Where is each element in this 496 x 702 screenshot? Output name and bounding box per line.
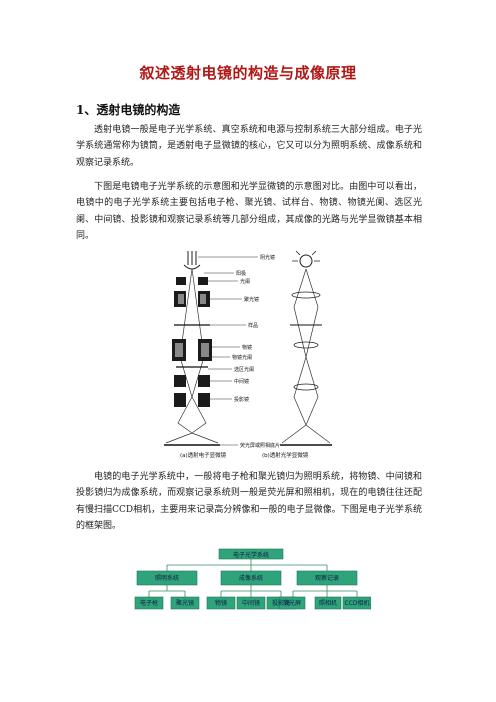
caption-optical: (b)透射光学显微镜 [262, 451, 309, 459]
box-screen [278, 596, 306, 610]
system-block-diagram: 电子光学系统 照明系统 成像系统 观察记录 电子枪 聚光镜 物镜 中间镜 投影镜… [131, 547, 371, 615]
root-label: 电子光学系统 [233, 551, 269, 559]
caption-tem: (a)透射电子显微镜 [180, 451, 227, 459]
paragraph-2: 下图是电镜电子光学系统的示意图和光学显微镜的示意图对比。由图中可以看出，电镜中的… [76, 182, 422, 241]
label-cathode: 阴光镜 [260, 254, 275, 261]
label-screen: 荧光屏或照相底片 [240, 442, 280, 449]
section-heading: 1、透射电镜的构造 [76, 103, 181, 117]
group-label-recording: 观察记录 [315, 574, 339, 582]
leaf-label-objective: 物镜 [215, 599, 227, 607]
label-projector-lens: 投影镜 [234, 396, 249, 403]
box-intermediate [236, 596, 266, 610]
leaf-label-condenser: 聚光镜 [176, 599, 194, 607]
label-specimen: 样品 [248, 322, 258, 329]
label-objective: 物镜 [242, 344, 252, 351]
label-condenser: 聚光镜 [244, 296, 259, 303]
paragraph-3: 电镜的电子光学系统中，一般将电子枪和聚光镜归为照明系统，将物镜、中间镜和投影镜归… [76, 472, 422, 531]
group-label-imaging: 成像系统 [239, 574, 263, 582]
paragraph-1: 透射电镜一般是电子光学系统、真空系统和电源与控制系统三大部分组成。电子光学系统通… [76, 125, 422, 168]
group-label-illumination: 照明系统 [155, 574, 179, 582]
microscope-comparison-figure: 阴光镜 阳极 光阑 聚光镜 样品 物镜 物镜光阑 选区光阑 中间镜 投影镜 荧光… [158, 247, 346, 461]
leaf-label-screen-visible: 荧光屏 [283, 599, 301, 607]
filament-icon [187, 251, 197, 265]
document-title: 叙述透射电镜的构造与成像原理 [139, 64, 357, 82]
box-imaging [220, 570, 282, 586]
label-objective-aperture: 物镜光阑 [232, 354, 252, 361]
box-ccd [342, 596, 371, 610]
label-intermediate-lens: 中间镜 [234, 378, 249, 385]
label-selected-area-aperture: 选区光阑 [234, 366, 254, 373]
box-condenser [170, 596, 200, 610]
box-camera [314, 596, 342, 610]
box-illumination [136, 570, 198, 586]
leaf-label-intermediate: 中间镜 [242, 599, 260, 607]
leaf-label-camera: 照相机 [319, 599, 337, 607]
label-aperture: 光阑 [240, 278, 250, 285]
box-electron-gun [134, 596, 164, 610]
light-bulb-icon [299, 254, 313, 268]
box-objective [206, 596, 236, 610]
leaf-label-projector: 投影镜 [272, 599, 290, 607]
box-recording [296, 570, 358, 586]
label-anode: 阳极 [236, 270, 246, 277]
leaf-label-ccd: CCD相机 [345, 599, 370, 607]
box-root [218, 548, 284, 560]
leaf-label-electron-gun: 电子枪 [140, 599, 158, 607]
